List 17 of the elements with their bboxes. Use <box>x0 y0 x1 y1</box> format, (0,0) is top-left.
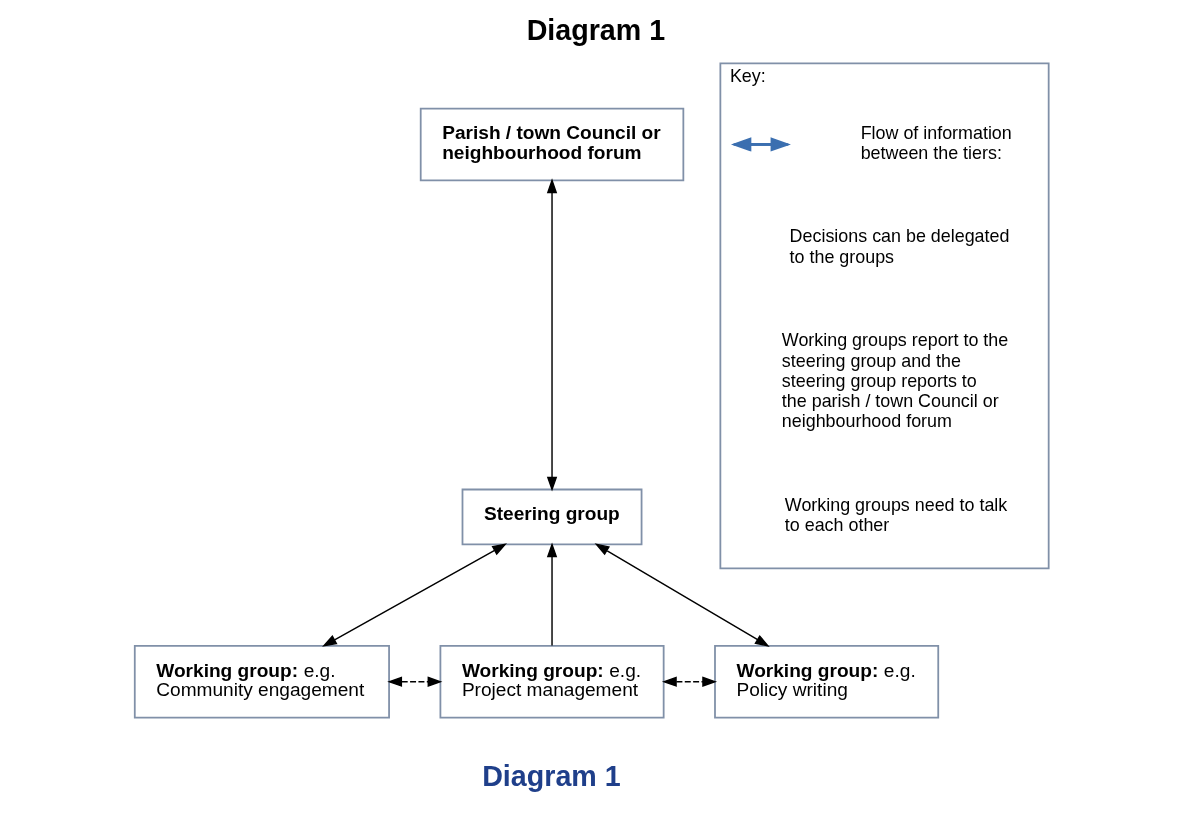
node-box: Working group: e.g. Policy writing <box>714 645 940 719</box>
legend-label: Flow of information between the tiers: <box>860 122 1012 163</box>
node-box: Parish / town Council or neighbourhood forum <box>419 107 685 182</box>
label: Working groups need to talk to each other <box>784 494 1008 536</box>
arrow <box>387 676 443 687</box>
label: Working groups report to the steering group and the steering group reports to the parish / town Council or neighbourhood forum <box>781 330 1009 432</box>
node-box: Working group: e.g. Community engagement <box>133 645 390 719</box>
node-box: Working group: e.g. Project management <box>439 645 665 719</box>
node-box: Steering group <box>461 488 643 546</box>
diagram-title: Diagram 1 <box>526 13 666 46</box>
arrow <box>546 542 558 647</box>
label: Decisions can be delegated to the groups <box>789 226 1010 267</box>
arrow <box>322 543 507 647</box>
arrow <box>546 178 558 492</box>
arrow <box>594 543 770 647</box>
arrow <box>661 676 718 687</box>
caption: Diagram 1 <box>482 759 621 792</box>
